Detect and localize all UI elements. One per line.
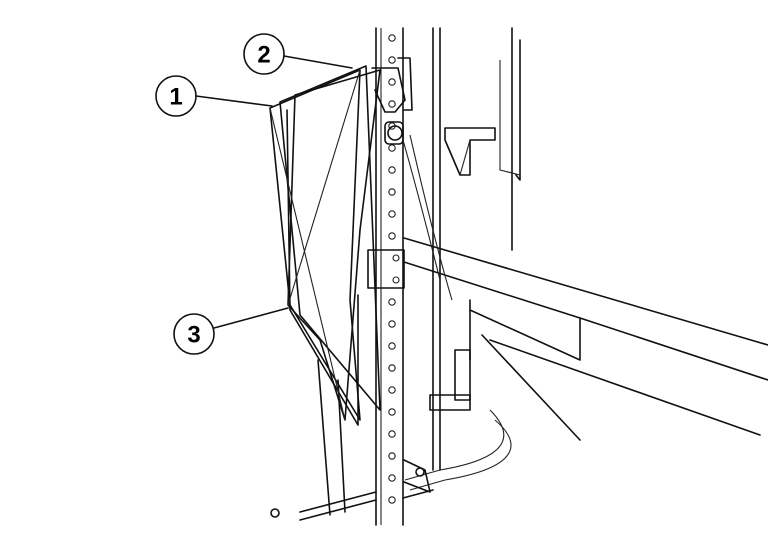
- post-hole: [388, 364, 396, 372]
- post-hole: [388, 496, 396, 504]
- post-hole: [388, 188, 396, 196]
- post-hole: [388, 232, 396, 240]
- panel-2: [279, 65, 381, 411]
- mounting-bracket: [367, 57, 413, 289]
- background-cabinet: [432, 27, 521, 471]
- callout-2: 2: [243, 33, 353, 75]
- post-hole: [388, 430, 396, 438]
- callout-3: 3: [173, 307, 289, 355]
- post-hole: [388, 78, 396, 86]
- post-hole: [388, 342, 396, 350]
- callout-2-label: 2: [257, 42, 270, 69]
- post-hole: [388, 298, 396, 306]
- callout-3-label: 3: [187, 322, 200, 349]
- post-hole: [388, 386, 396, 394]
- post-hole: [388, 320, 396, 328]
- panel-3: [269, 69, 381, 426]
- post-hole: [388, 166, 396, 174]
- callout-1-label: 1: [169, 84, 182, 111]
- post-hole: [388, 144, 396, 152]
- post-hole: [388, 210, 396, 218]
- post-hole: [388, 452, 396, 460]
- post-hole: [388, 474, 396, 482]
- callout-1: 1: [155, 75, 273, 117]
- post-hole: [388, 56, 396, 64]
- post-hole: [388, 100, 396, 108]
- panel-1: [269, 69, 361, 421]
- post-hole: [388, 408, 396, 416]
- vertical-post: [375, 27, 404, 526]
- post-hole: [388, 34, 396, 42]
